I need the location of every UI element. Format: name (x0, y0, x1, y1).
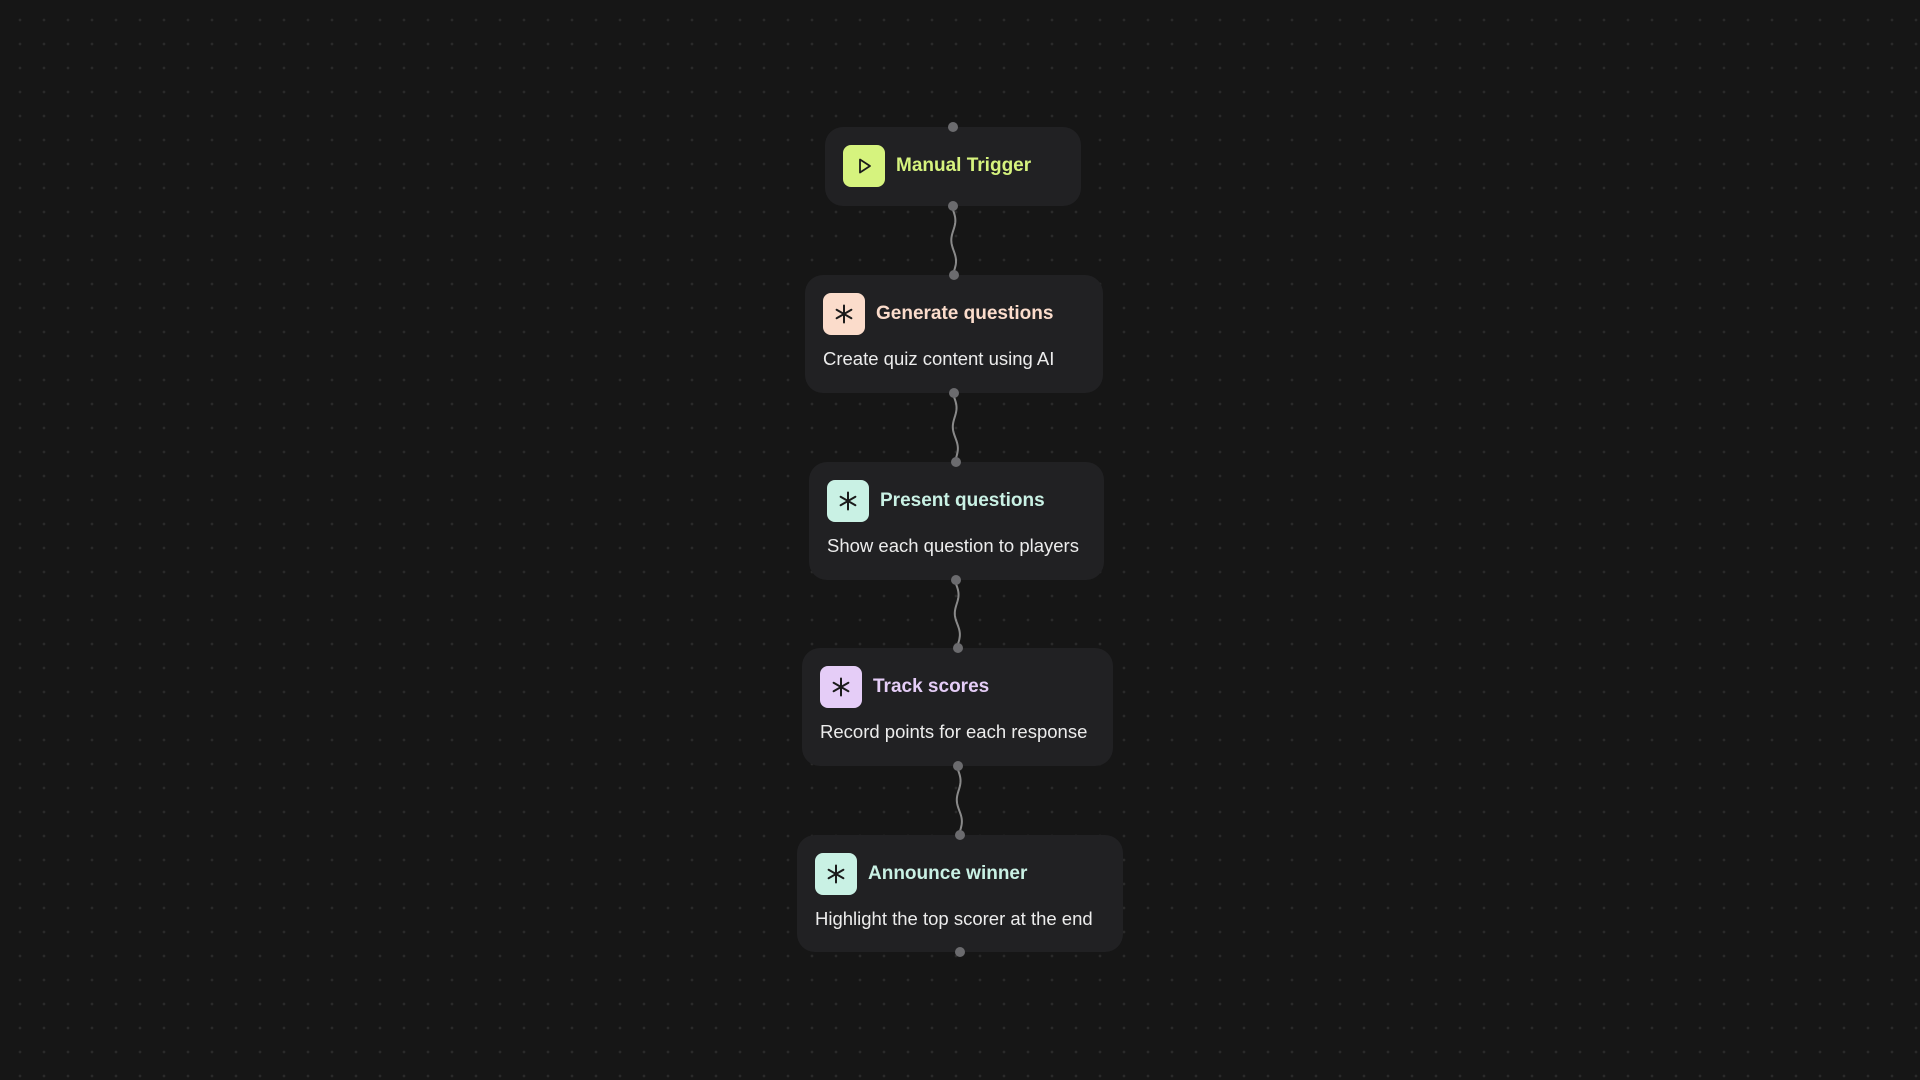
node-input-port[interactable] (951, 457, 961, 467)
node-title: Present questions (880, 490, 1045, 511)
node-input-port[interactable] (955, 830, 965, 840)
asterisk-icon (820, 666, 862, 708)
node-title: Generate questions (876, 303, 1054, 324)
node-description: Record points for each response (820, 721, 1088, 742)
node-title: Track scores (873, 676, 990, 697)
node-input-port[interactable] (948, 122, 958, 132)
node-description: Create quiz content using AI (823, 348, 1055, 369)
node-announce-winner[interactable]: Announce winner Highlight the top scorer… (797, 835, 1123, 952)
node-input-port[interactable] (949, 270, 959, 280)
node-generate-questions[interactable]: Generate questions Create quiz content u… (805, 275, 1103, 393)
play-icon (843, 145, 885, 187)
node-input-port[interactable] (953, 643, 963, 653)
node-title: Manual Trigger (896, 155, 1032, 176)
asterisk-icon (815, 853, 857, 895)
node-track-scores[interactable]: Track scores Record points for each resp… (802, 648, 1113, 766)
node-output-port[interactable] (951, 575, 961, 585)
node-manual-trigger[interactable]: Manual Trigger (825, 127, 1081, 206)
asterisk-icon (823, 293, 865, 335)
connector-edge (951, 396, 959, 459)
node-title: Announce winner (868, 863, 1028, 884)
node-description: Highlight the top scorer at the end (815, 908, 1093, 929)
node-output-port[interactable] (949, 388, 959, 398)
connector-edge (950, 209, 958, 272)
node-output-port[interactable] (953, 761, 963, 771)
node-description: Show each question to players (827, 535, 1079, 556)
node-output-port[interactable] (948, 201, 958, 211)
connector-edge (955, 769, 963, 832)
node-output-port[interactable] (955, 947, 965, 957)
node-present-questions[interactable]: Present questions Show each question to … (809, 462, 1104, 580)
asterisk-icon (827, 480, 869, 522)
connector-edge (953, 583, 961, 645)
